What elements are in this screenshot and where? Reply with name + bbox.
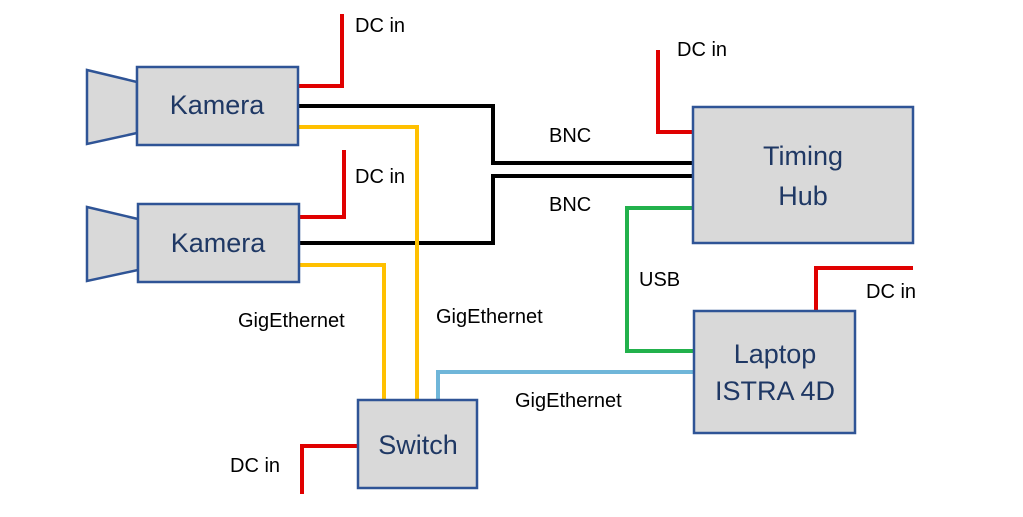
laptop-label-line-1: Laptop	[734, 339, 817, 369]
timing-hub-box	[691, 105, 915, 245]
camera-2-label: Kamera	[171, 228, 267, 258]
switch: Switch	[356, 398, 479, 490]
laptop-label-line-2: ISTRA 4D	[715, 376, 835, 406]
gige-wire-camera-2	[299, 263, 386, 400]
switch-box	[356, 398, 479, 490]
camera-1-label: Kamera	[170, 90, 266, 120]
camera-1-box	[135, 65, 300, 147]
camera-2-lens-icon	[85, 205, 140, 283]
camera-1-lens-icon	[85, 68, 139, 146]
dc-in-label-switch: DC in	[230, 455, 280, 477]
gigethernet-label-camera-1: GigEthernet	[436, 306, 543, 328]
bnc-wire-1	[298, 104, 693, 165]
timing-hub-dc-wire	[656, 50, 693, 134]
timing-hub-label-line-1: Timing	[763, 141, 843, 171]
camera-2-box	[136, 202, 301, 284]
usb-label: USB	[639, 269, 680, 291]
camera-1-dc-wire	[298, 14, 344, 88]
timing-hub-label-line-2: Hub	[778, 181, 828, 211]
camera-2-dc-wire	[299, 150, 346, 219]
dc-in-label-laptop: DC in	[866, 281, 916, 303]
switch-label: Switch	[378, 430, 458, 460]
dc-in-label-camera-2: DC in	[355, 166, 405, 188]
laptop-dc-wire	[814, 266, 913, 311]
usb-wire	[625, 206, 694, 353]
gige-wire-laptop	[436, 370, 694, 400]
dc-in-label-camera-1: DC in	[355, 15, 405, 37]
bnc-label-2: BNC	[549, 194, 591, 216]
gigethernet-label-camera-2: GigEthernet	[238, 310, 345, 332]
bnc-wire-2	[299, 174, 693, 245]
switch-dc-wire	[300, 444, 358, 494]
gigethernet-label-laptop: GigEthernet	[515, 390, 622, 412]
laptop-box	[692, 309, 857, 435]
laptop: Laptop ISTRA 4D	[692, 309, 857, 435]
camera-1: Kamera	[85, 65, 300, 147]
timing-hub: Timing Hub	[691, 105, 915, 245]
dc-in-label-timing-hub: DC in	[677, 39, 727, 61]
bnc-label-1: BNC	[549, 125, 591, 147]
gige-wire-camera-1	[298, 125, 419, 400]
camera-2: Kamera	[85, 202, 301, 284]
